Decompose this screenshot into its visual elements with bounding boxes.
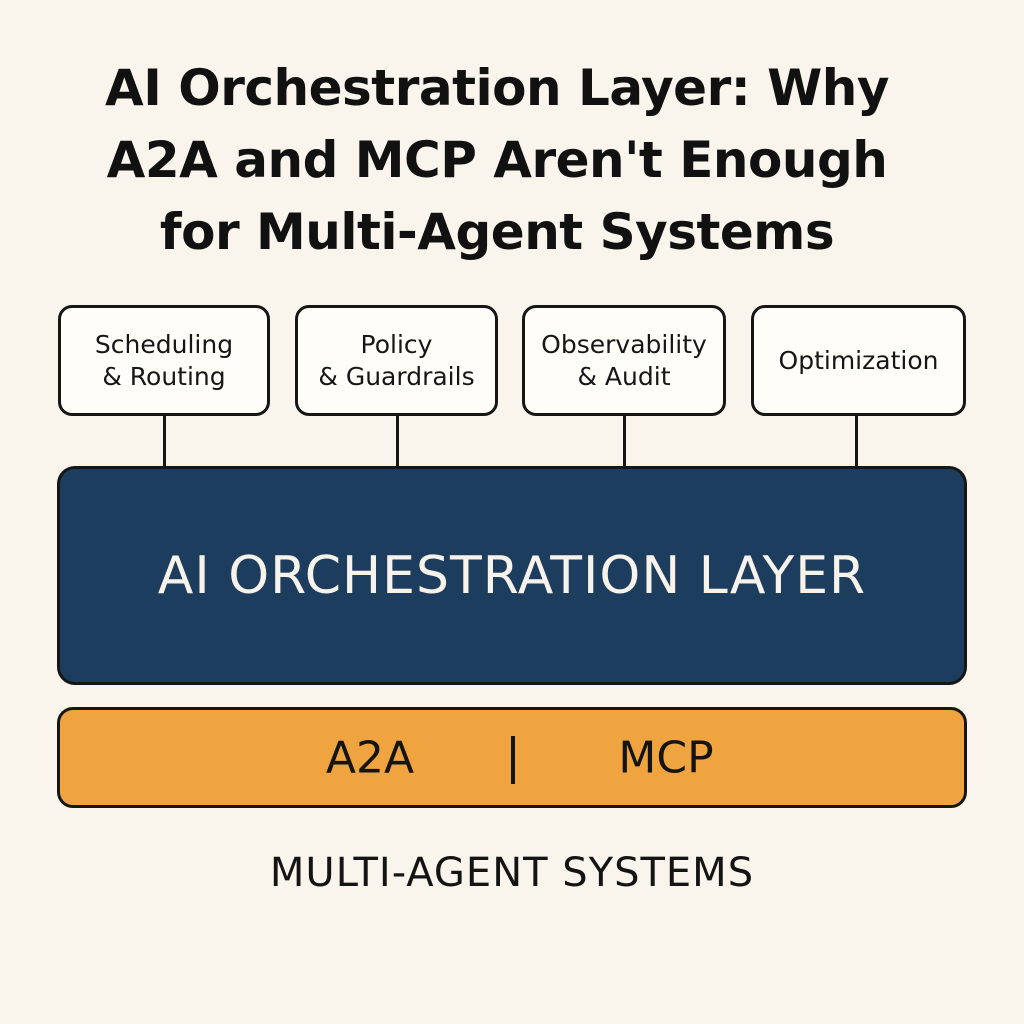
protocol-a2a-label: A2A (325, 732, 415, 783)
connector-line (855, 416, 858, 468)
protocol-divider (511, 736, 515, 784)
protocol-mcp-label: MCP (618, 732, 714, 783)
module-label-line-2: & Audit (577, 361, 671, 391)
connector-line (163, 416, 166, 468)
module-observability-audit: Observability & Audit (522, 305, 726, 416)
orchestration-layer-label: AI ORCHESTRATION LAYER (157, 545, 867, 606)
title-line-2: A2A and MCP Aren't Enough (106, 131, 888, 189)
module-policy-guardrails: Policy & Guardrails (295, 305, 498, 416)
module-optimization: Optimization (751, 305, 966, 416)
module-label-line-2: & Guardrails (318, 361, 475, 391)
connector-line (396, 416, 399, 468)
connector-line (623, 416, 626, 468)
orchestration-layer-block: AI ORCHESTRATION LAYER (57, 466, 967, 685)
protocol-bar: A2A MCP (57, 707, 967, 808)
module-label-line-2: & Routing (102, 361, 226, 391)
module-label-line-1: Optimization (778, 345, 939, 375)
title-line-3: for Multi-Agent Systems (159, 203, 835, 261)
module-label-line-1: Scheduling (94, 329, 234, 359)
module-label-line-1: Observability (541, 329, 707, 359)
module-scheduling-routing: Scheduling & Routing (58, 305, 270, 416)
diagram-title: AI Orchestration Layer: Why A2A and MCP … (40, 52, 954, 268)
title-line-1: AI Orchestration Layer: Why (105, 59, 889, 117)
module-label-line-1: Policy (360, 329, 433, 359)
multi-agent-systems-label: MULTI-AGENT SYSTEMS (269, 850, 755, 896)
